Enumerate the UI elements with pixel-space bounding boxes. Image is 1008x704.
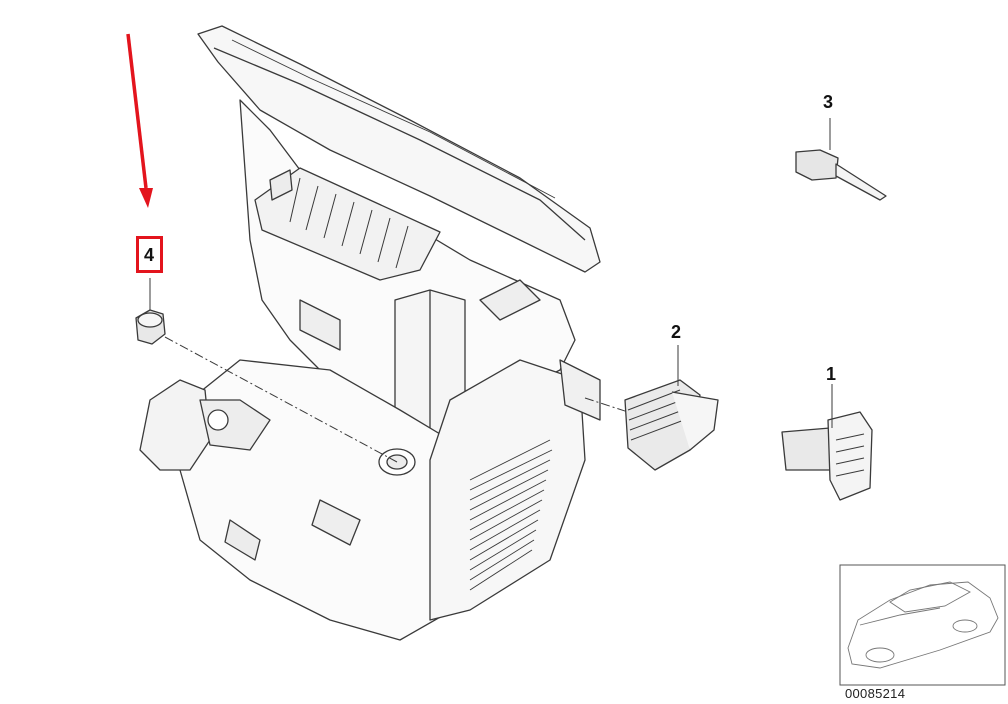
callout-1: 1: [826, 364, 837, 384]
callout-3: 3: [823, 92, 834, 112]
highlight-arrow: [126, 33, 153, 208]
part-1-connector: [781, 384, 873, 501]
callout-2: 2: [671, 322, 682, 342]
callout-4: 4: [144, 245, 155, 265]
callout-4-highlight-box: [136, 236, 163, 273]
part-4-actuator: [135, 278, 166, 345]
part-3-sensor: [795, 118, 887, 201]
part-2-resistor: [624, 345, 719, 471]
hvac-housing: [139, 25, 601, 641]
vehicle-thumbnail: [839, 564, 1006, 686]
diagram-reference-number: 00085214: [845, 686, 906, 701]
assembly-lines: [164, 336, 629, 463]
